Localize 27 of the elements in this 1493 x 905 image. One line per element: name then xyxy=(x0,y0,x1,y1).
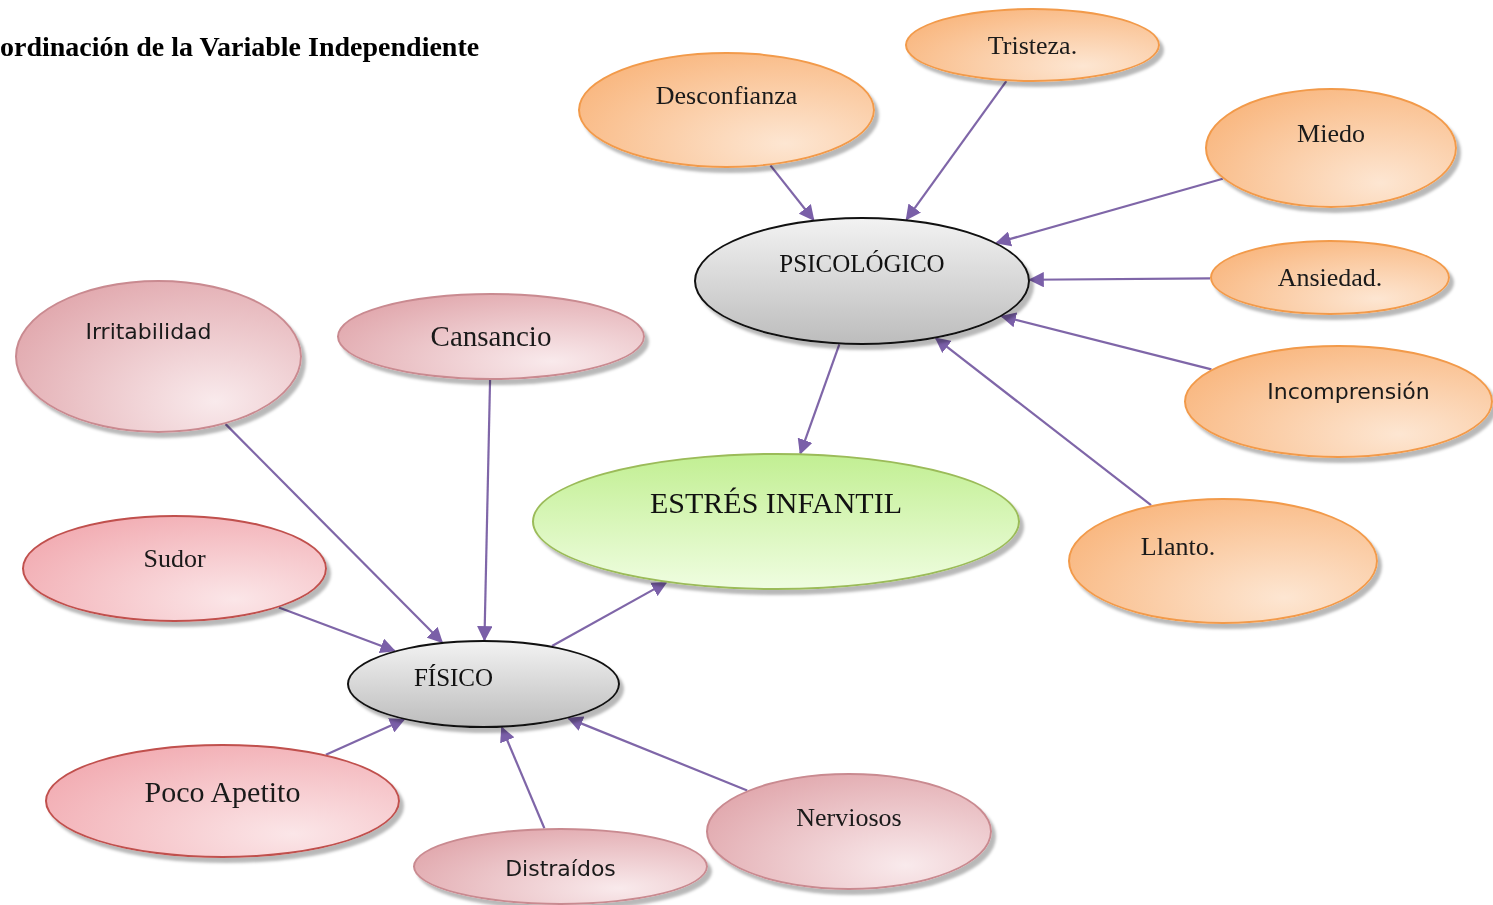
node-label: Ansiedad. xyxy=(1277,262,1383,294)
diagram-title: ordinación de la Variable Independiente xyxy=(0,30,480,64)
node-label: Miedo xyxy=(1297,117,1365,150)
node-label: FÍSICO xyxy=(413,663,494,694)
arrow xyxy=(995,177,1224,247)
node-label: Poco Apetito xyxy=(144,773,301,810)
arrow xyxy=(567,716,748,792)
arrow xyxy=(1000,312,1212,371)
arrow xyxy=(1028,271,1211,288)
arrow xyxy=(797,344,841,455)
node-label: Llanto. xyxy=(1140,530,1216,563)
arrow xyxy=(934,337,1152,507)
node-label: Desconfianza xyxy=(655,79,798,112)
arrow xyxy=(551,581,668,647)
arrow xyxy=(477,379,493,642)
node-label: PSICOLÓGICO xyxy=(779,248,945,279)
node-label: Cansancio xyxy=(430,318,552,354)
arrow xyxy=(278,606,396,654)
node-label: Distraídos xyxy=(505,855,616,883)
arrow xyxy=(500,726,546,829)
node-label: Incomprensión xyxy=(1267,378,1430,406)
node-label: Sudor xyxy=(143,543,206,575)
node-label: ESTRÉS INFANTIL xyxy=(650,485,902,521)
node-label: Tristeza. xyxy=(987,29,1078,62)
arrow xyxy=(325,718,406,756)
node-label: Irritabilidad xyxy=(85,318,212,346)
node-label: Nerviosos xyxy=(796,802,902,834)
